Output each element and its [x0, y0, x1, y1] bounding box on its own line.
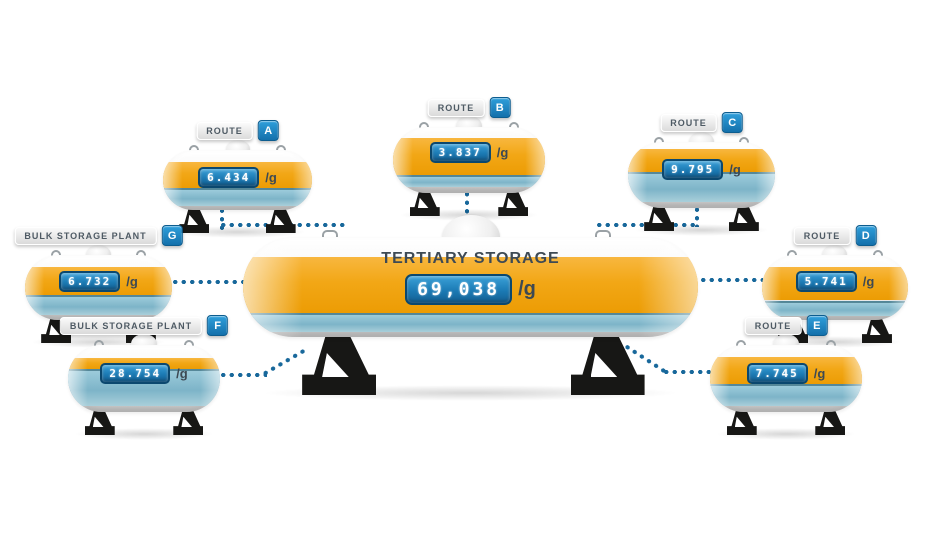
tank-leg: [815, 409, 846, 435]
connector-dots: [464, 190, 470, 220]
connector-dots: [219, 198, 225, 230]
lift-hook-icon: [187, 143, 201, 151]
plant-letter-badge: F: [207, 315, 229, 336]
tertiary-value-display: 69,038: [405, 274, 513, 305]
tank-body: 3.837 /g: [393, 127, 545, 193]
connector-dots: [260, 346, 309, 378]
tank-leg: [265, 207, 296, 233]
unit-label: /g: [176, 366, 188, 382]
route-label: ROUTE: [744, 316, 802, 335]
unit-label: /g: [813, 366, 826, 382]
tank-leg: [409, 190, 440, 216]
tank-tertiary-storage: TERTIARY STORAGE 69,038 /g: [243, 215, 698, 401]
tank-leg: [728, 205, 759, 231]
tank-route-b: ROUTE B 3.837 /g: [393, 97, 545, 221]
tank-value-display: 7.745: [746, 363, 808, 385]
route-label: ROUTE: [427, 98, 485, 117]
connector-dots: [662, 369, 712, 375]
lift-hook-icon: [652, 135, 666, 143]
liquid-level: [762, 300, 908, 316]
tank-value-display: 5.741: [795, 270, 857, 292]
tank-body: TERTIARY STORAGE 69,038 /g: [243, 237, 698, 337]
route-letter-badge: A: [257, 120, 279, 141]
unit-label: /g: [126, 273, 138, 289]
tank-leg: [644, 205, 675, 231]
route-letter-badge: E: [806, 315, 828, 336]
tank-badge: ROUTE E: [744, 315, 828, 336]
unit-label: /g: [729, 162, 741, 178]
tank-value-display: 3.837: [429, 141, 491, 163]
liquid-level: [163, 187, 312, 206]
plant-label: BULK STORAGE PLANT: [14, 226, 157, 245]
tank-leg: [173, 409, 204, 435]
lift-hook-icon: [507, 120, 521, 128]
liquid-level: [710, 383, 862, 406]
tank-value-display: 6.732: [59, 270, 121, 292]
tank-body: 6.732 /g: [25, 255, 172, 320]
tank-leg: [570, 335, 645, 395]
tank-body: 28.754 /g: [68, 345, 220, 412]
liquid-level: [393, 174, 545, 188]
route-label: ROUTE: [660, 113, 717, 132]
unit-label: /g: [862, 273, 875, 289]
lift-hook-icon: [871, 248, 885, 256]
tank-leg: [861, 317, 892, 343]
tank-leg: [84, 409, 115, 435]
liquid-level: [25, 295, 172, 316]
unit-label: /g: [496, 144, 509, 160]
tank-route-c: ROUTE C 9.795 /g: [628, 112, 775, 236]
unit-label: /g: [265, 169, 277, 185]
tank-badge: BULK STORAGE PLANT G: [14, 225, 183, 246]
connector-dots: [694, 197, 700, 227]
tank-route-a: ROUTE A 6.434 /g: [163, 120, 312, 238]
tank-badge: BULK STORAGE PLANT F: [59, 315, 229, 336]
tank-badge: ROUTE A: [196, 120, 279, 141]
tank-leg: [498, 190, 529, 216]
lift-hook-icon: [417, 120, 431, 128]
tank-leg: [302, 335, 377, 395]
tank-value-display: 9.795: [662, 159, 724, 181]
route-label: ROUTE: [196, 121, 253, 140]
lift-hook-icon: [824, 338, 838, 346]
tank-bulk-storage-plant-g: BULK STORAGE PLANT G 6.732 /g: [14, 225, 183, 348]
tank-bulk-storage-plant-f: BULK STORAGE PLANT F 28.754 /g: [59, 315, 229, 440]
lift-hook-icon: [274, 143, 288, 151]
tank-body: 6.434 /g: [163, 150, 312, 210]
lift-hook-icon: [182, 338, 196, 346]
tank-badge: ROUTE D: [793, 225, 877, 246]
tertiary-storage-title: TERTIARY STORAGE: [381, 250, 560, 267]
lift-hook-icon: [92, 338, 106, 346]
lift-hook-icon: [49, 248, 63, 256]
tank-route-e: ROUTE E 7.745 /g: [710, 315, 862, 440]
tank-route-d: ROUTE D 5.741 /g: [762, 225, 908, 348]
plant-label: BULK STORAGE PLANT: [59, 316, 203, 335]
route-letter-badge: C: [721, 112, 743, 133]
route-letter-badge: D: [855, 225, 877, 246]
lift-hook-icon: [593, 228, 613, 238]
tank-body: 7.745 /g: [710, 345, 862, 412]
tank-value-display: 6.434: [198, 166, 260, 188]
tank-value-display: 28.754: [100, 363, 171, 385]
lift-hook-icon: [737, 135, 751, 143]
route-label: ROUTE: [793, 226, 851, 245]
route-letter-badge: B: [489, 97, 511, 118]
tank-body: 5.741 /g: [762, 255, 908, 320]
connector-dots: [699, 277, 763, 283]
lift-hook-icon: [734, 338, 748, 346]
tank-leg: [726, 409, 757, 435]
connector-dots: [171, 279, 244, 285]
tank-body: 9.795 /g: [628, 142, 775, 208]
plant-letter-badge: G: [161, 225, 183, 246]
connector-dots: [219, 372, 267, 378]
unit-label: /g: [518, 278, 536, 300]
liquid-level: [243, 313, 698, 332]
tank-badge: ROUTE C: [660, 112, 743, 133]
lift-hook-icon: [320, 228, 340, 238]
tank-leg: [179, 207, 210, 233]
tank-badge: ROUTE B: [427, 97, 511, 118]
lift-hook-icon: [134, 248, 148, 256]
lift-hook-icon: [785, 248, 799, 256]
